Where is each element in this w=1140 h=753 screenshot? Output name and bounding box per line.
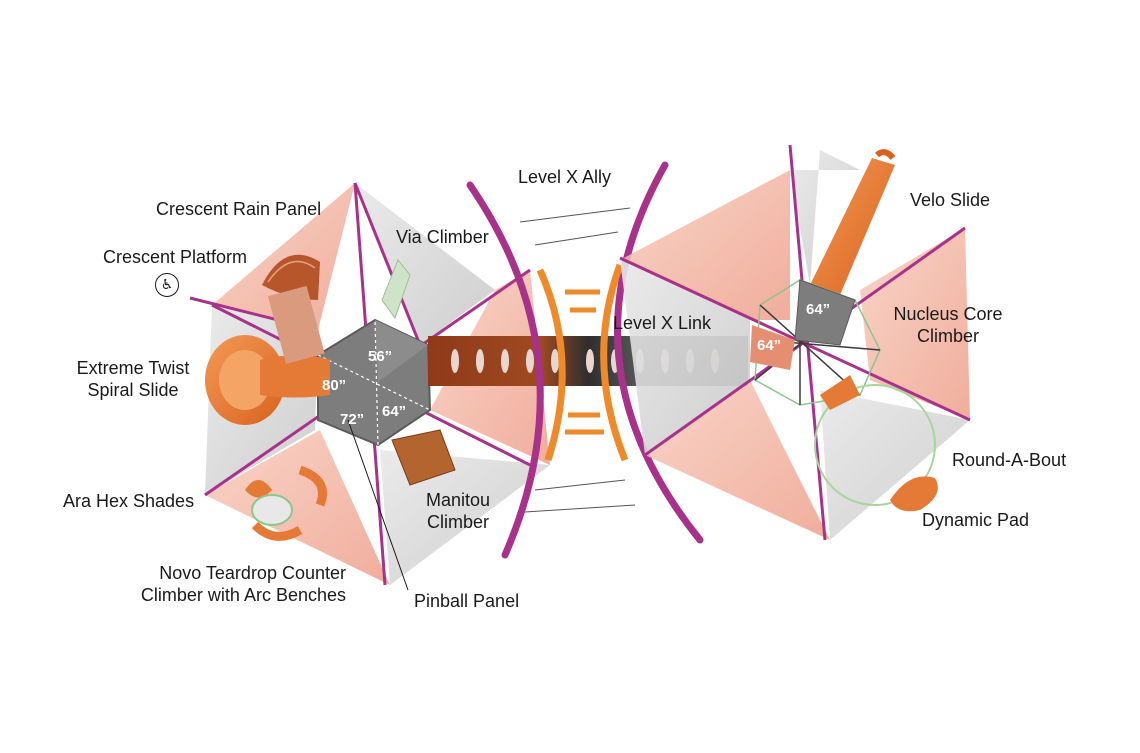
shade-sail: [355, 183, 495, 345]
label-via-climber: Via Climber: [396, 227, 489, 247]
shade-sail: [212, 183, 355, 330]
left-deck-highlight: [375, 320, 428, 382]
right-hex-shades: [619, 144, 971, 541]
label-ara-hex-shades: Ara Hex Shades: [63, 491, 195, 511]
shade-sail: [860, 228, 970, 420]
label-manitou-line2: Climber: [426, 512, 489, 532]
right-tower-deck: [794, 279, 856, 346]
dimension-80: 80”: [322, 377, 346, 394]
dimension-labels: 56” 80” 72” 64” 64” 64”: [322, 301, 830, 428]
label-velo-slide: Velo Slide: [910, 190, 991, 210]
label-crescent-platform: Crescent Platform: [103, 247, 248, 267]
label-extreme-twist-line1: Extreme Twist: [76, 358, 190, 378]
label-nucleus-core-line1: Nucleus Core: [893, 304, 1003, 324]
shade-sail: [790, 150, 860, 285]
label-level-x-ally: Level X Ally: [518, 167, 612, 187]
dynamic-pad: [890, 476, 938, 512]
label-round-a-bout: Round-A-Bout: [952, 450, 1067, 470]
shade-sail: [645, 380, 830, 540]
extreme-twist-slide: [205, 335, 330, 425]
manitou-climber: [391, 429, 456, 486]
dimension-64-right: 64”: [757, 337, 781, 354]
accessibility-icon: ♿: [155, 273, 179, 297]
dimension-64-right-top: 64”: [806, 301, 830, 318]
dimension-56: 56”: [368, 348, 392, 365]
right-tower-deck-2: [750, 325, 795, 370]
label-extreme-twist-line2: Spiral Slide: [87, 380, 179, 400]
label-level-x-link: Level X Link: [613, 313, 712, 333]
level-x-ally: [466, 161, 704, 559]
dimension-64-left: 64”: [382, 403, 406, 420]
label-novo-line1: Novo Teardrop Counter: [159, 563, 346, 583]
shade-sail: [620, 260, 750, 455]
label-novo-line2: Climber with Arc Benches: [140, 585, 346, 605]
label-crescent-rain-panel: Crescent Rain Panel: [156, 199, 322, 219]
shade-sail: [380, 450, 550, 585]
deck-dividers: [317, 319, 431, 446]
label-manitou-climber: Manitou Climber: [408, 489, 508, 533]
round-a-bout: [814, 375, 936, 506]
via-climber: [381, 259, 411, 320]
label-pinball-panel: Pinball Panel: [414, 591, 520, 611]
shade-sail: [205, 430, 390, 585]
shade-sail: [620, 170, 790, 320]
label-novo-teardrop-counter: Novo Teardrop Counter Climber with Arc B…: [120, 562, 346, 606]
crescent-platform: [262, 254, 325, 364]
label-nucleus-core-line2: Climber: [916, 326, 979, 346]
label-dynamic-pad: Dynamic Pad: [922, 510, 1030, 530]
dimension-72: 72”: [340, 411, 364, 428]
label-nucleus-core-climber: Nucleus Core Climber: [888, 303, 1008, 347]
leader-lines: [347, 419, 409, 591]
label-manitou-line1: Manitou: [425, 490, 491, 510]
novo-teardrop-counter: [245, 465, 327, 541]
label-extreme-twist-spiral-slide: Extreme Twist Spiral Slide: [68, 357, 198, 401]
velo-slide: [810, 149, 896, 295]
